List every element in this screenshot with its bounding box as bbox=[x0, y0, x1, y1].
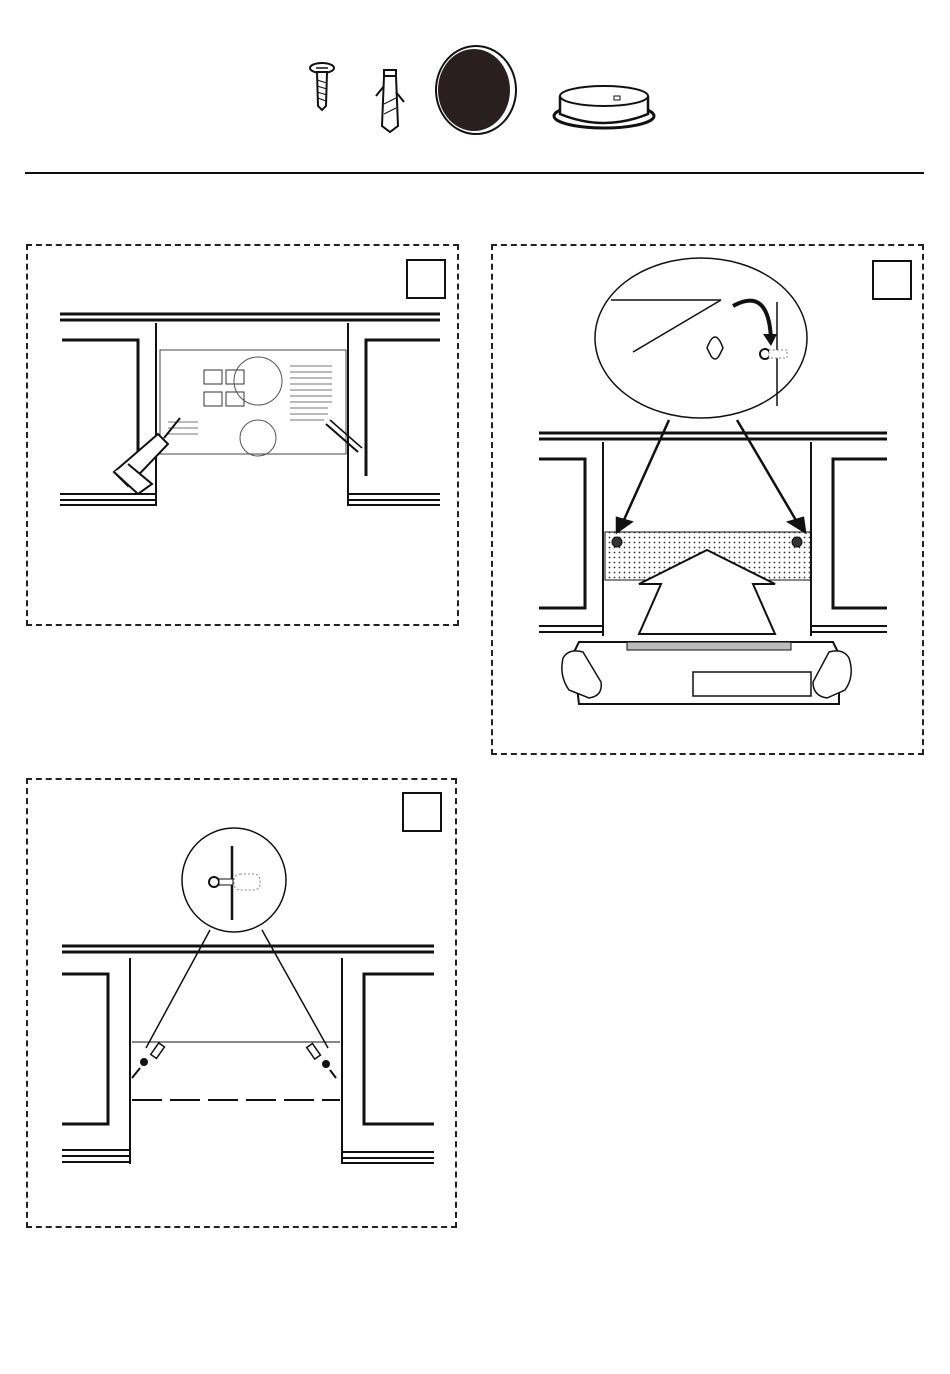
filter-disc-icon bbox=[436, 46, 516, 134]
screw-icon bbox=[310, 63, 334, 110]
collar-ring-icon bbox=[554, 86, 654, 128]
detail-magnifier-b bbox=[595, 258, 807, 418]
drilling-template-sheet bbox=[160, 350, 346, 456]
step-panel-a bbox=[26, 244, 459, 626]
step-panel-c bbox=[26, 778, 457, 1228]
pointer-lines-c bbox=[146, 930, 328, 1048]
screw-and-plug-left bbox=[132, 1043, 164, 1078]
cabinet-drawing-c bbox=[62, 946, 434, 1164]
header-divider bbox=[25, 172, 924, 174]
step-panel-b bbox=[491, 244, 924, 755]
wall-plug-icon bbox=[376, 70, 404, 132]
drill-icon bbox=[114, 418, 180, 494]
detail-magnifier-c bbox=[182, 828, 286, 932]
parts-strip bbox=[0, 0, 950, 180]
pointer-arrows-b bbox=[617, 420, 805, 532]
hood-unit-b bbox=[573, 642, 839, 704]
screw-and-plug-right bbox=[307, 1044, 336, 1078]
